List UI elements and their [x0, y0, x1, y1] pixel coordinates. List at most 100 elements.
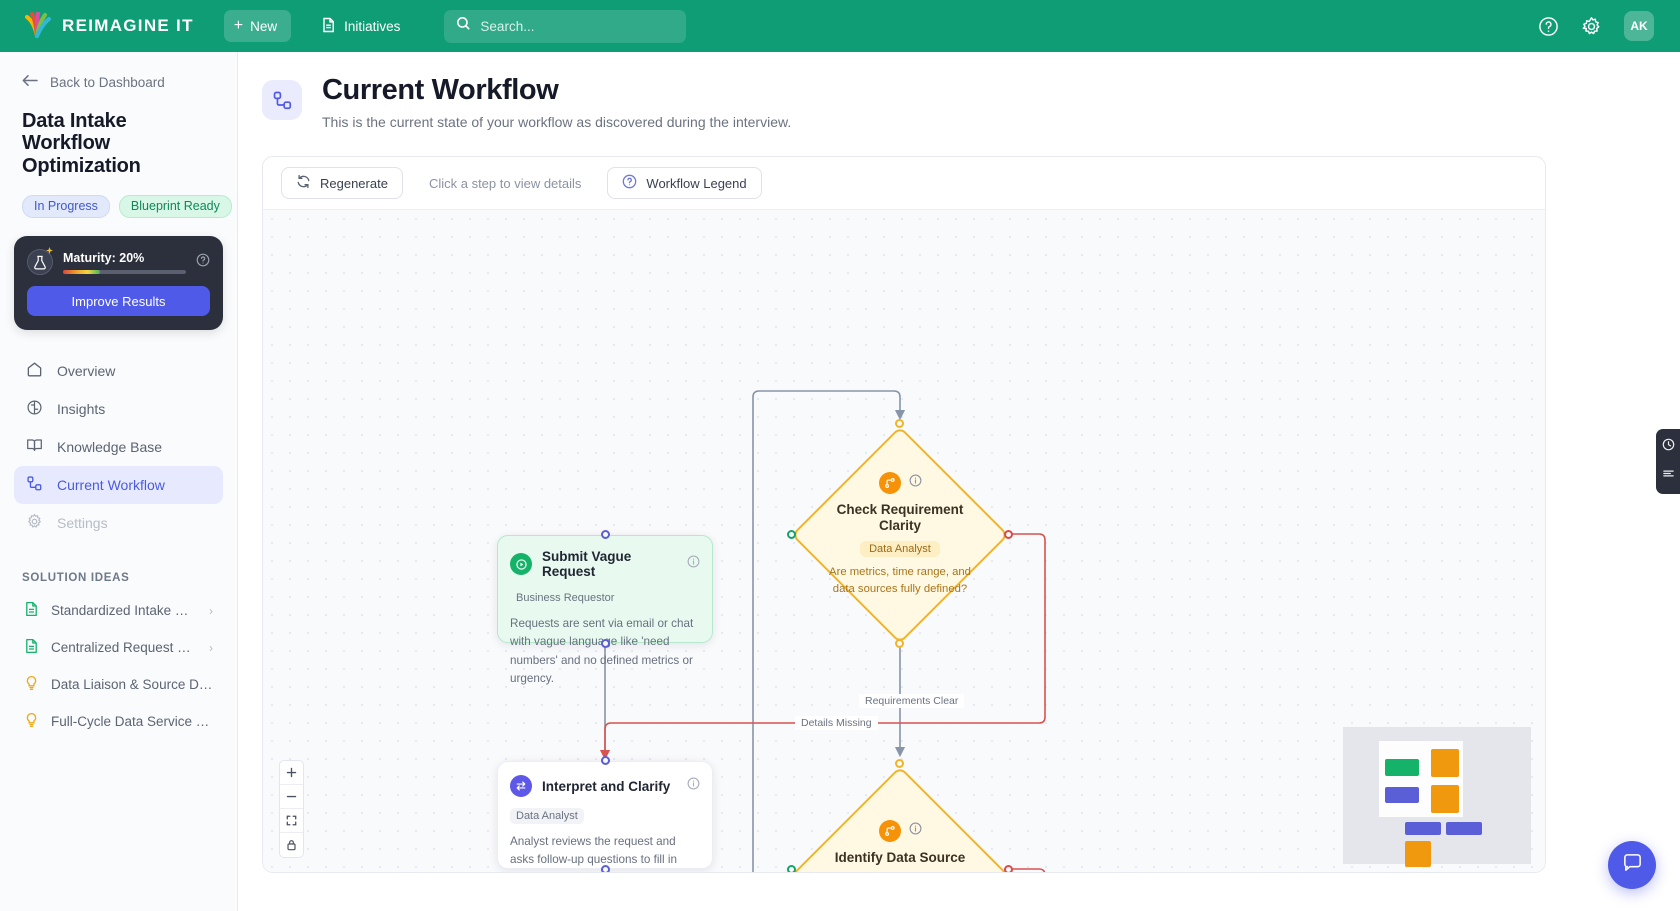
search-box[interactable] — [444, 9, 687, 43]
workflow-legend-button[interactable]: Workflow Legend — [607, 167, 762, 199]
solution-ideas-heading: SOLUTION IDEAS — [22, 572, 130, 585]
page-subtitle: This is the current state of your workfl… — [322, 114, 792, 130]
node-port-top[interactable] — [895, 759, 904, 768]
minimap[interactable] — [1343, 727, 1531, 867]
flow-node-interpret-and-clarify[interactable]: Interpret and Clarify Data Analyst Analy… — [497, 761, 713, 872]
document-icon — [24, 601, 39, 620]
nav-initiatives[interactable]: Initiatives — [313, 10, 408, 42]
flow-node-title: Check Requirement Clarity — [836, 502, 964, 534]
info-icon[interactable] — [909, 474, 922, 492]
right-side-rail — [1656, 429, 1680, 494]
sidebar-item-insights[interactable]: Insights — [14, 390, 223, 428]
sidebar-item-current-workflow[interactable]: Current Workflow — [14, 466, 223, 505]
brand-name: REIMAGINE IT — [62, 16, 194, 35]
flow-node-title: Interpret and Clarify — [542, 778, 671, 794]
flow-node-title: Submit Vague Request — [542, 549, 632, 579]
node-port-right[interactable] — [1004, 530, 1013, 539]
lock-icon[interactable] — [280, 833, 303, 857]
plus-icon: + — [233, 17, 244, 34]
node-port-left[interactable] — [787, 865, 796, 872]
new-button[interactable]: + New — [223, 10, 292, 42]
flow-canvas[interactable]: Submit Vague Request Business Requestor … — [263, 210, 1545, 872]
sidebar-item-label: Overview — [57, 363, 116, 380]
brand[interactable]: REIMAGINE IT — [22, 11, 194, 40]
back-to-dashboard-link[interactable]: Back to Dashboard — [22, 74, 237, 90]
flow-edges — [599, 390, 1046, 872]
gear-icon[interactable] — [1581, 16, 1602, 37]
help-circle-icon[interactable] — [196, 253, 210, 272]
sidebar-item-overview[interactable]: Overview — [14, 352, 223, 390]
status-tags: In Progress Blueprint Ready — [22, 195, 237, 219]
node-port-left[interactable] — [787, 530, 796, 539]
solution-idea-item[interactable]: Centralized Request H… › — [14, 629, 223, 666]
search-input[interactable] — [480, 18, 675, 34]
workflow-toolbar: Regenerate Click a step to view details … — [263, 157, 1545, 210]
node-port-top[interactable] — [601, 530, 610, 539]
solution-idea-label: Data Liaison & Source Disc… — [51, 677, 213, 693]
info-icon[interactable] — [687, 555, 700, 573]
page-header: Current Workflow This is the current sta… — [238, 52, 1680, 130]
improve-results-button[interactable]: Improve Results — [27, 286, 210, 317]
chevron-right-icon: › — [209, 603, 213, 618]
chat-button[interactable] — [1608, 841, 1656, 889]
node-port-bottom[interactable] — [601, 639, 610, 648]
minimap-node — [1385, 787, 1419, 803]
fit-view-button[interactable] — [280, 809, 303, 833]
minimap-node — [1405, 822, 1441, 835]
history-icon[interactable] — [1662, 438, 1675, 456]
top-navigation-bar: REIMAGINE IT + New Initiatives — [0, 0, 1680, 52]
main-content: Current Workflow This is the current sta… — [238, 52, 1680, 911]
node-port-top[interactable] — [895, 419, 904, 428]
flow-node-submit-vague-request[interactable]: Submit Vague Request Business Requestor … — [497, 535, 713, 685]
minimap-node — [1446, 822, 1482, 835]
flow-node-check-requirement-clarity[interactable]: Check Requirement Clarity Data Analyst A… — [791, 426, 1009, 644]
search-icon — [456, 16, 471, 36]
solution-idea-item[interactable]: Full-Cycle Data Service Ma… — [14, 703, 223, 740]
solution-idea-label: Standardized Intake & T… — [51, 603, 197, 619]
lightbulb-icon — [24, 712, 39, 731]
layers-icon[interactable] — [1662, 467, 1675, 485]
zoom-in-button[interactable] — [280, 761, 303, 785]
sidebar-item-knowledge-base[interactable]: Knowledge Base — [14, 428, 223, 466]
flow-node-description: Analyst reviews the request and asks fol… — [510, 835, 694, 872]
avatar[interactable]: AK — [1624, 11, 1654, 41]
workflow-canvas-panel: Regenerate Click a step to view details … — [262, 156, 1546, 873]
app-logo-icon — [22, 11, 52, 40]
sidebar-item-settings[interactable]: Settings — [14, 504, 223, 542]
flow-node-description: Requests are sent via email or chat with… — [510, 617, 694, 686]
project-title: Data Intake Workflow Optimization — [22, 110, 141, 177]
help-circle-icon[interactable] — [1538, 16, 1559, 37]
workflow-legend-label: Workflow Legend — [646, 175, 747, 191]
decision-icon — [878, 820, 901, 843]
maturity-label: Maturity: 20% — [63, 250, 145, 265]
solution-idea-item[interactable]: Standardized Intake & T… › — [14, 592, 223, 629]
swap-icon — [510, 775, 532, 797]
node-port-bottom[interactable] — [601, 865, 610, 872]
nav-initiatives-label: Initiatives — [344, 18, 401, 34]
zoom-out-button[interactable] — [280, 785, 303, 809]
book-icon — [26, 437, 43, 457]
flow-node-role: Data Analyst — [510, 808, 584, 824]
sidebar-item-label: Settings — [57, 515, 108, 532]
lightbulb-icon — [24, 675, 39, 694]
regenerate-button[interactable]: Regenerate — [281, 167, 403, 199]
flow-node-identify-data-source[interactable]: Identify Data Source Data Analyst Is the… — [791, 766, 1009, 872]
help-circle-icon — [622, 174, 637, 192]
minimap-node — [1405, 841, 1431, 867]
sidebar-item-label: Current Workflow — [57, 477, 165, 494]
info-icon[interactable] — [909, 822, 922, 840]
page-title: Current Workflow — [322, 74, 559, 106]
solution-idea-label: Full-Cycle Data Service Ma… — [51, 714, 213, 730]
sidebar: Back to Dashboard Data Intake Workflow O… — [0, 52, 238, 911]
new-button-label: New — [250, 18, 278, 34]
solution-idea-item[interactable]: Data Liaison & Source Disc… — [14, 666, 223, 703]
node-port-top[interactable] — [601, 756, 610, 765]
document-icon — [24, 638, 39, 657]
maturity-card: Maturity: 20% Improve Results — [14, 236, 223, 331]
info-icon[interactable] — [687, 777, 700, 795]
sidebar-item-label: Insights — [57, 401, 106, 418]
node-port-bottom[interactable] — [895, 639, 904, 648]
sidebar-item-label: Knowledge Base — [57, 439, 163, 456]
node-port-right[interactable] — [1004, 865, 1013, 872]
arrow-left-icon — [22, 74, 38, 90]
